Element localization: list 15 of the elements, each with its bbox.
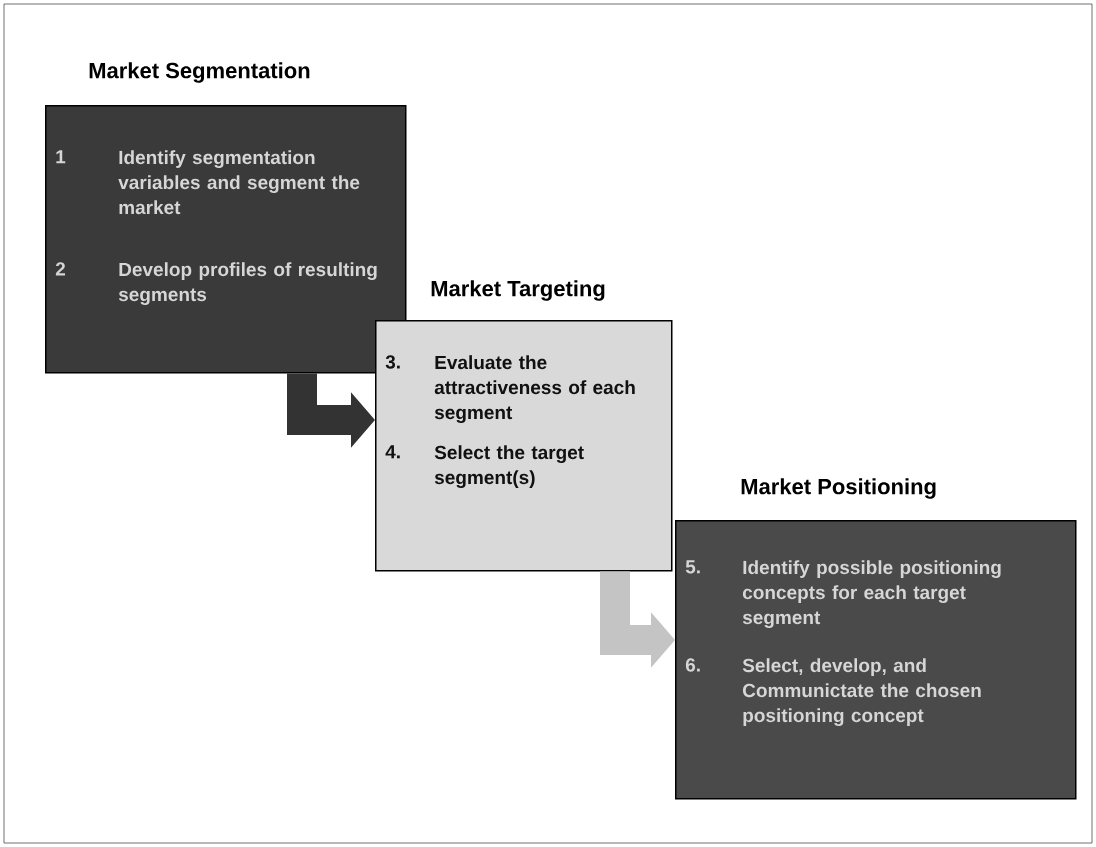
step-number: 3. — [385, 355, 400, 369]
step-text: Develop profiles of resulting segments — [118, 262, 377, 305]
step-text: Evaluate the attractiveness of each segment — [434, 355, 635, 423]
heading: Market Positioning — [741, 478, 936, 499]
step-number: 6. — [685, 658, 700, 672]
heading: Market Segmentation — [89, 62, 310, 83]
heading: Market Targeting — [431, 280, 605, 301]
step-text: Select, develop, and Communictate the chosen positioning concept — [742, 658, 981, 726]
step-number: 5. — [685, 560, 700, 574]
step-text: Identify possible positioning concepts for each target segment — [742, 560, 1001, 628]
step-text: Identify segmentation variables and segment the market — [118, 150, 360, 215]
step-number: 4. — [385, 445, 400, 459]
step-text: Select the target segment(s) — [434, 445, 584, 488]
step-number: 2 — [55, 262, 65, 276]
step-number: 1 — [56, 150, 66, 164]
